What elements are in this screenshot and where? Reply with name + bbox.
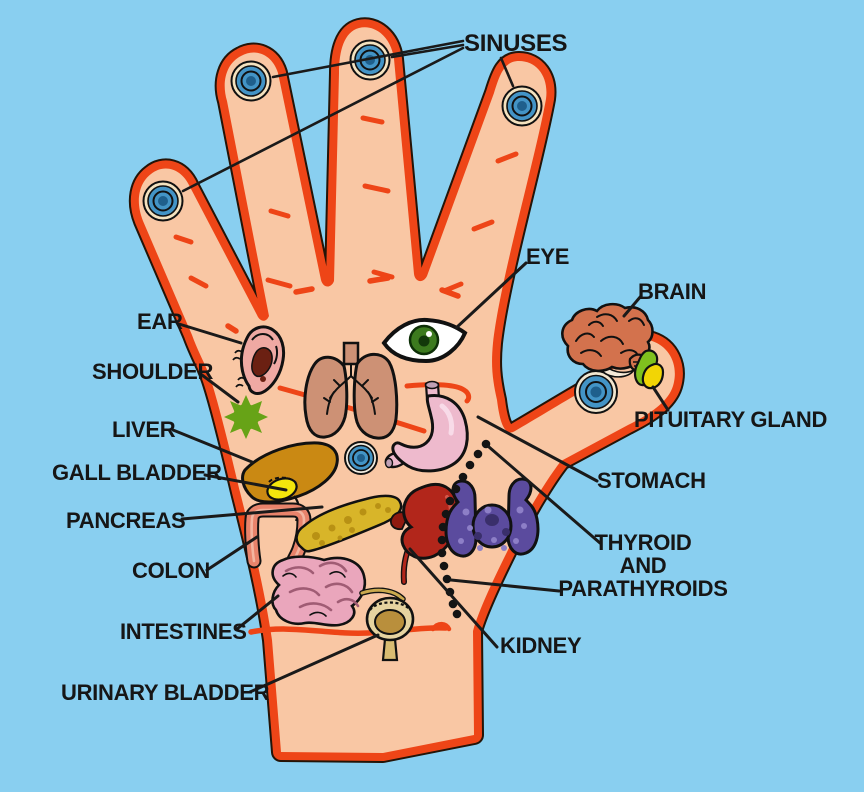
colon-leader <box>205 535 259 572</box>
sinuses-leader-ring <box>271 39 465 79</box>
label-colon: COLON <box>132 558 210 583</box>
sinus-target-index <box>501 85 543 127</box>
ear-organ <box>232 325 286 395</box>
thumb-target <box>574 370 618 414</box>
ear-leader <box>177 322 243 345</box>
eye-leader <box>454 261 528 330</box>
gall-bladder-leader <box>203 473 288 492</box>
label-shoulder: SHOULDER <box>92 359 214 384</box>
sinuses-leader-index <box>499 56 515 88</box>
label-pancreas: PANCREAS <box>66 508 186 533</box>
label-thyroid-line2: AND <box>619 553 667 578</box>
urinary-bladder-leader <box>248 633 380 694</box>
label-sinuses: SINUSES <box>464 30 568 57</box>
label-kidney: KIDNEY <box>500 633 582 658</box>
label-thyroid-and-parathyroids: THYROID AND PARATHYROIDS <box>553 531 733 600</box>
label-brain: BRAIN <box>638 279 707 304</box>
pituitary-gland-organ <box>633 349 665 390</box>
thyroid-leader <box>487 445 602 545</box>
label-thyroid-line3: PARATHYROIDS <box>558 576 728 601</box>
intestines-organ <box>271 555 406 627</box>
palm-and-finger-creases <box>173 115 611 636</box>
label-stomach: STOMACH <box>597 468 706 493</box>
liver-leader <box>171 428 254 464</box>
pancreas-leader <box>180 505 324 521</box>
stomach-leader <box>476 415 599 483</box>
pancreas-organ <box>295 494 403 553</box>
sinus-target-ring <box>230 60 272 102</box>
urinary-bladder-organ <box>365 596 415 662</box>
shoulder-leader <box>200 373 240 404</box>
stomach-organ <box>384 380 469 473</box>
sinus-target-pinky <box>142 180 184 222</box>
label-gall-bladder: GALL BLADDER <box>52 460 222 485</box>
thyroid-organ <box>444 477 540 558</box>
lungs-organ <box>303 341 399 440</box>
label-intestines: INTESTINES <box>120 619 247 644</box>
label-pituitary-gland: PITUITARY GLAND <box>634 407 828 432</box>
pituitary-leader <box>651 385 670 412</box>
sinuses-leader-pinky <box>181 46 465 193</box>
intestines-leader <box>235 594 280 631</box>
parathyroids-leader <box>449 578 561 593</box>
sinuses-leader-middle <box>390 43 465 59</box>
label-urinary-bladder: URINARY BLADDER <box>61 680 270 705</box>
brain-organ <box>561 302 654 378</box>
eye-organ <box>381 317 468 364</box>
kidney-leader <box>408 547 499 649</box>
label-ear: EAR <box>137 309 183 334</box>
shoulder-marker <box>224 395 268 439</box>
label-thyroid-line1: THYROID <box>594 530 692 555</box>
brain-leader <box>622 294 643 318</box>
palm-target <box>344 441 378 475</box>
label-eye: EYE <box>526 244 570 269</box>
leader-lines <box>171 39 670 694</box>
label-liver: LIVER <box>112 417 176 442</box>
